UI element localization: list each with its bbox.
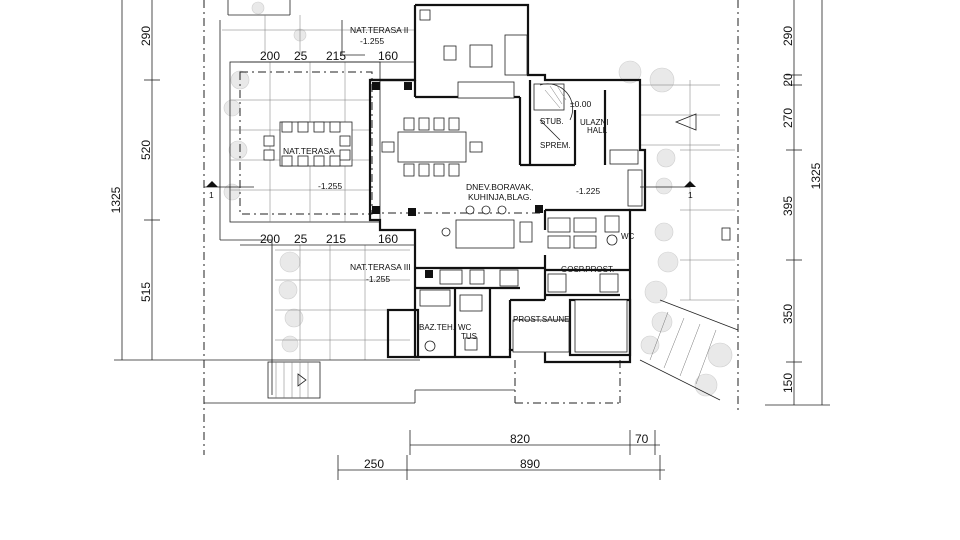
dim-left-top: 290 xyxy=(139,26,153,46)
room-label-ulazni: ULAZNI xyxy=(580,118,608,127)
room-label-nat-terasa-ii: NAT.TERASA II xyxy=(350,25,408,35)
dim-mid-row-1: 25 xyxy=(294,232,308,246)
exterior-stairs xyxy=(267,299,739,401)
room-label-stub: STUB. xyxy=(540,117,564,126)
room-label-wc-tus-wc: WC xyxy=(458,323,472,332)
dim-left-bottom: 515 xyxy=(139,282,153,302)
level-label-terasa: -1.255 xyxy=(318,181,342,191)
room-label-hall: HALL xyxy=(587,126,608,135)
dim-bottom-c: 250 xyxy=(364,457,384,471)
level-label-terasa-ii: -1.255 xyxy=(360,36,384,46)
dim-mid-row-0: 200 xyxy=(260,232,280,246)
room-label-sprem: SPREM. xyxy=(540,141,571,150)
dim-right-e: 350 xyxy=(781,304,795,324)
section-arrow-left xyxy=(206,181,218,187)
section-label-right: 1 xyxy=(688,190,693,200)
building-walls xyxy=(368,3,647,364)
dim-top-row-0: 200 xyxy=(260,49,280,63)
dim-right-c: 270 xyxy=(781,108,795,128)
dim-left-outer: 1325 xyxy=(109,186,123,213)
dim-top-row-3: 160 xyxy=(378,49,398,63)
room-label-wc-tus-tus: TUS xyxy=(461,332,477,341)
dim-mid-row-2: 215 xyxy=(326,232,346,246)
furniture xyxy=(263,34,731,353)
room-label-prost-saune: PROST.SAUNE xyxy=(513,315,569,324)
room-label-baz-teh: BAZ.TEH. xyxy=(419,323,455,332)
section-label-left: 1 xyxy=(209,190,214,200)
dim-bottom-d: 890 xyxy=(520,457,540,471)
entry-stair xyxy=(539,83,574,141)
section-arrow-right xyxy=(684,181,696,187)
dim-right-b: 20 xyxy=(781,73,795,87)
level-label-terasa-iii: -1.255 xyxy=(366,274,390,284)
dim-bottom-a: 820 xyxy=(510,432,530,446)
site-lines xyxy=(203,0,739,455)
level-label-entry: ±0.00 xyxy=(570,99,591,109)
dim-right-f: 150 xyxy=(781,373,795,393)
dimension-lines xyxy=(114,0,830,480)
dim-right-a: 290 xyxy=(781,26,795,46)
dim-bottom-b: 70 xyxy=(635,432,649,446)
dim-top-row-1: 25 xyxy=(294,49,308,63)
dim-top-row-2: 215 xyxy=(326,49,346,63)
dim-left-mid: 520 xyxy=(139,140,153,160)
room-label-wc-right: WC xyxy=(621,232,635,241)
room-label-gosp-prost: GOSP.PROST. xyxy=(561,265,614,274)
room-label-dnev-boravak: DNEV.BORAVAK, xyxy=(466,182,533,192)
room-label-nat-terasa-iii: NAT.TERASA III xyxy=(350,262,411,272)
dim-mid-row-3: 160 xyxy=(378,232,398,246)
dim-right-outer: 1325 xyxy=(809,162,823,189)
room-label-kuhinja-blag: KUHINJA,BLAG. xyxy=(468,192,532,202)
room-label-nat-terasa: NAT.TERASA xyxy=(283,146,335,156)
structural-columns xyxy=(372,9,543,278)
level-label-living: -1.225 xyxy=(576,186,600,196)
dim-right-d: 395 xyxy=(781,196,795,216)
